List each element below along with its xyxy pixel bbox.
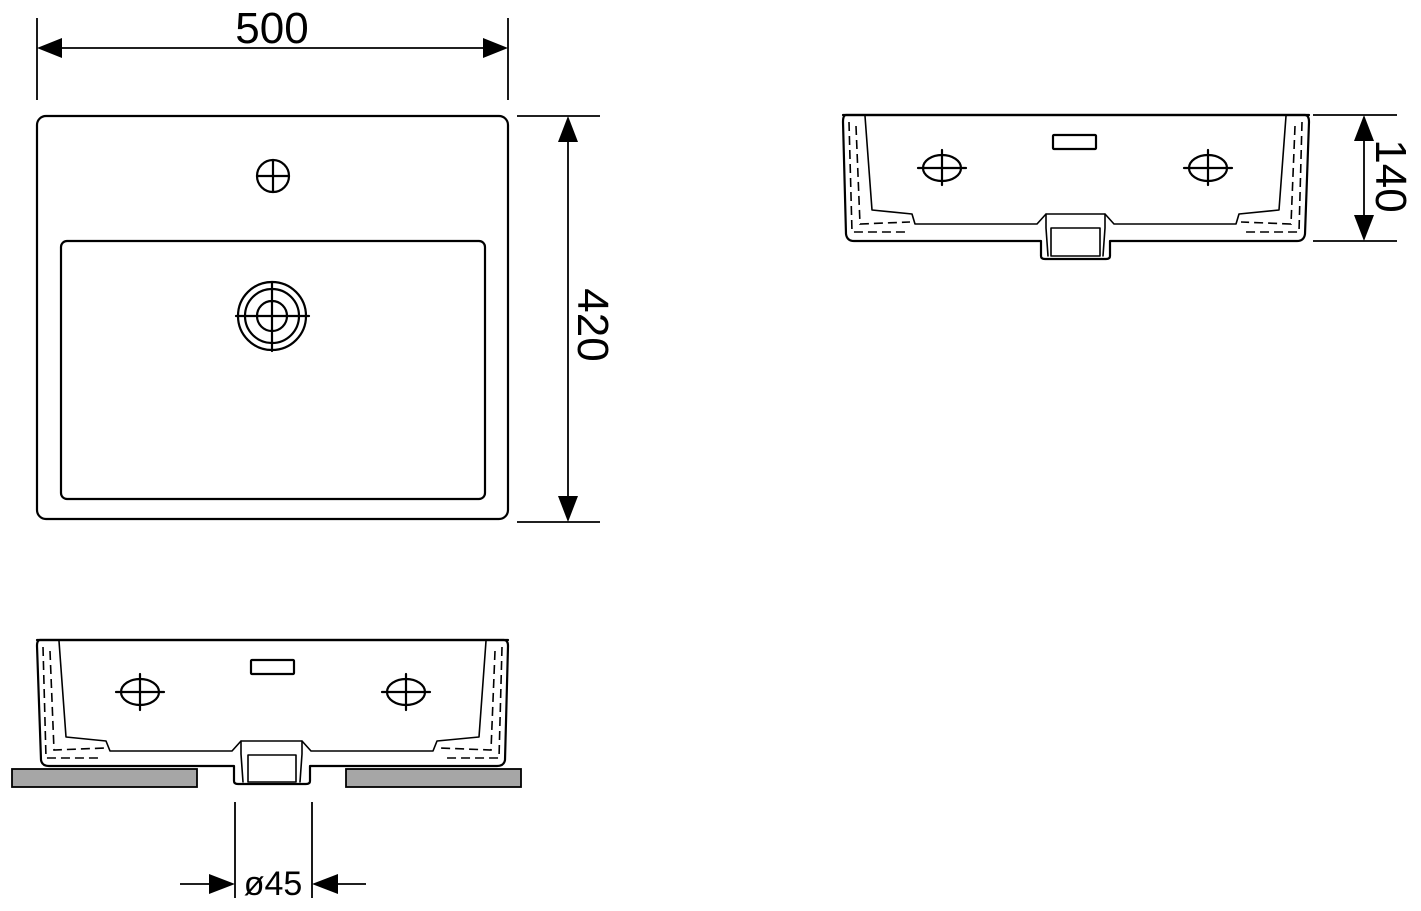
side-body-outline	[841, 113, 1311, 261]
counter-top-left	[11, 768, 198, 788]
height-label: 140	[1366, 139, 1415, 212]
top-view: 500 420	[35, 4, 617, 523]
drain-label: ø45	[244, 865, 303, 903]
side-view: 140	[841, 113, 1415, 261]
counter-top-right	[345, 768, 522, 788]
front-body-outline	[35, 638, 510, 786]
drain-icon	[234, 280, 311, 353]
width-label: 500	[235, 4, 308, 53]
front-view: ø45	[11, 638, 522, 903]
front-tap-hole-right-icon	[380, 672, 432, 712]
side-inner-bowl	[864, 115, 1287, 225]
width-dimension: 500	[36, 4, 509, 100]
drain-dimension: ø45	[180, 802, 366, 903]
bowl-outline	[59, 239, 487, 501]
basin-outline	[35, 114, 510, 521]
side-tap-hole-left-icon	[916, 148, 968, 187]
tap-hole-icon	[255, 158, 291, 194]
front-tap-hole-left-icon	[114, 672, 166, 712]
front-overflow-slot	[249, 658, 296, 676]
depth-label: 420	[568, 288, 617, 361]
depth-dimension: 420	[517, 115, 617, 523]
overflow-slot	[1051, 133, 1098, 151]
side-tap-hole-right-icon	[1182, 148, 1234, 187]
height-dimension: 140	[1313, 114, 1415, 242]
